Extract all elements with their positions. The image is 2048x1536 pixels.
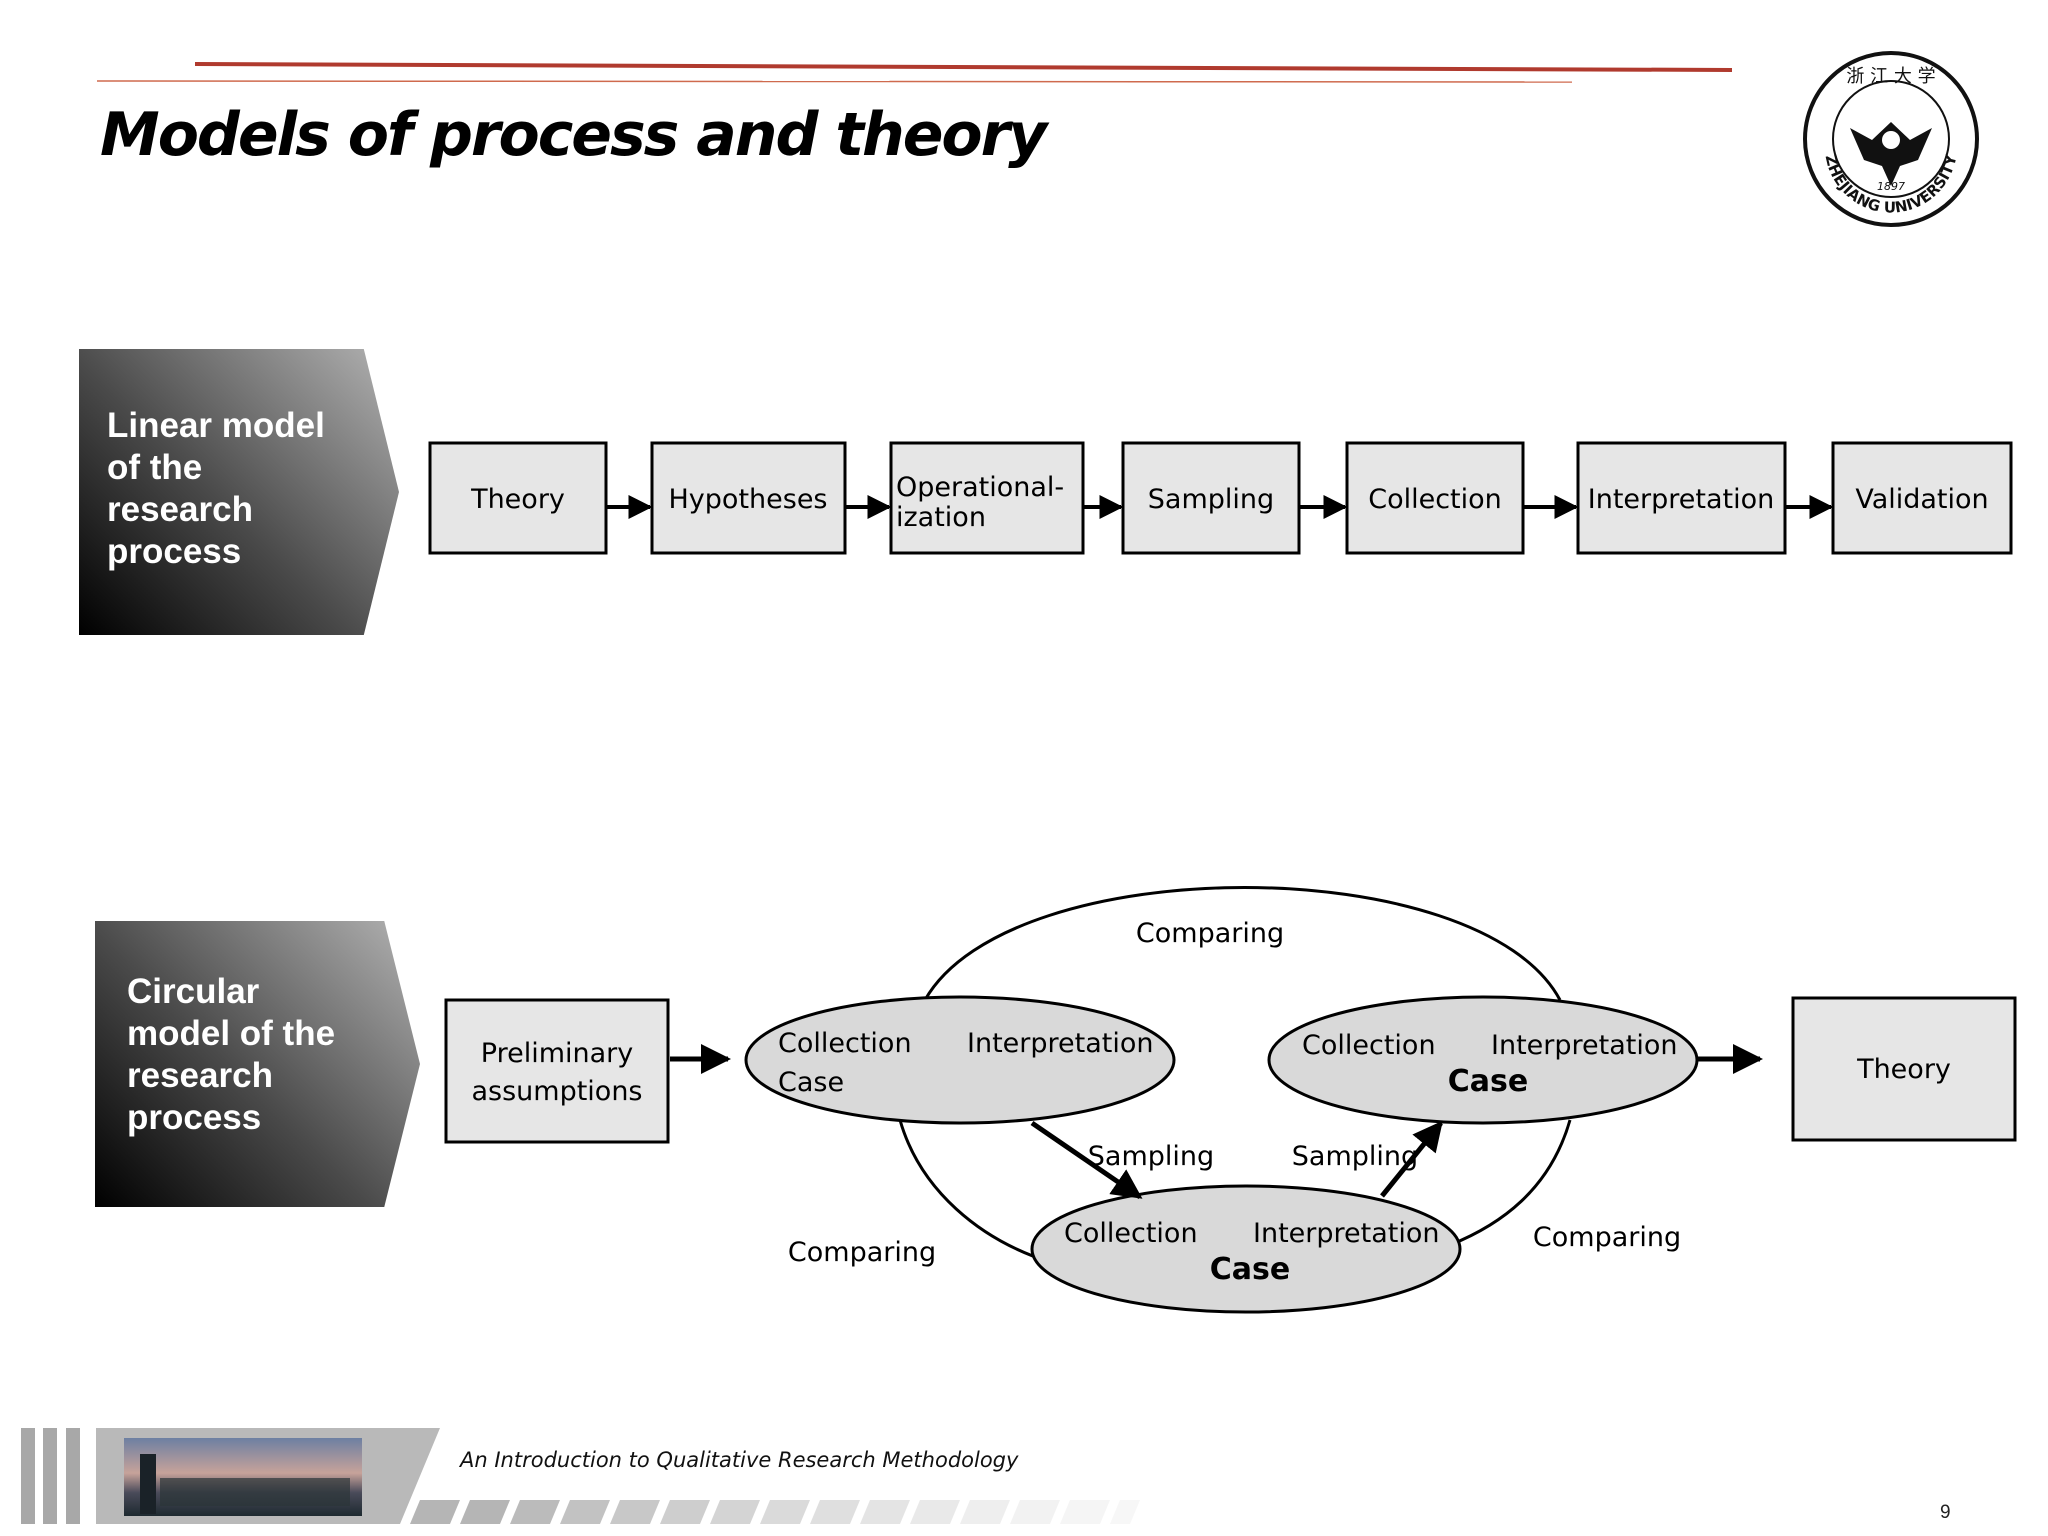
preliminary-assumptions-box: Preliminary assumptions xyxy=(444,998,670,1144)
footer-stripes xyxy=(410,1500,1140,1524)
page-title: Models of process and theory xyxy=(100,100,1047,170)
svg-text:Case: Case xyxy=(778,1067,844,1098)
page-number: 9 xyxy=(1940,1502,1951,1523)
footer-band xyxy=(21,1428,1140,1524)
svg-text:Collection: Collection xyxy=(1368,484,1502,515)
linear-model-label: Linear model of the research process xyxy=(79,349,399,635)
university-logo: 浙 江 大 学 1897 ZHEJIANG UNIVERSITY xyxy=(1803,51,1979,227)
header-rule xyxy=(96,62,1733,83)
process-diagram: Theory Hypotheses Operational-ization Sa… xyxy=(428,441,2017,1314)
svg-text:assumptions: assumptions xyxy=(471,1076,642,1107)
svg-text:Sampling: Sampling xyxy=(1148,484,1274,515)
linear-step-collection: Collection xyxy=(1345,441,1525,555)
linear-step-validation: Validation xyxy=(1831,441,2013,555)
linear-step-theory: Theory xyxy=(428,441,608,555)
svg-text:Interpretation: Interpretation xyxy=(1588,484,1774,515)
svg-text:Interpretation: Interpretation xyxy=(967,1028,1153,1059)
svg-text:Collection: Collection xyxy=(778,1028,912,1059)
svg-text:Hypotheses: Hypotheses xyxy=(669,484,828,515)
linear-step-hypotheses: Hypotheses xyxy=(650,441,847,555)
svg-text:Theory: Theory xyxy=(1856,1054,1951,1085)
sampling-label-left: Sampling xyxy=(1088,1141,1214,1172)
linear-step-interpretation: Interpretation xyxy=(1576,441,1787,555)
logo-year: 1897 xyxy=(1877,180,1905,193)
case-ellipse-3: Collection Interpretation Case xyxy=(1030,1184,1462,1314)
logo-top-text: 浙 江 大 学 xyxy=(1846,66,1935,87)
case-ellipse-1: Collection Interpretation Case xyxy=(744,995,1176,1125)
footer-caption: An Introduction to Qualitative Research … xyxy=(460,1448,1019,1472)
svg-text:Theory: Theory xyxy=(470,484,565,515)
circular-model-label: Circular model of the research process xyxy=(95,921,420,1207)
theory-result-box: Theory xyxy=(1791,996,2017,1142)
svg-text:Collection: Collection xyxy=(1302,1030,1436,1061)
svg-text:Collection: Collection xyxy=(1064,1218,1198,1249)
svg-text:Preliminary: Preliminary xyxy=(481,1038,633,1069)
linear-step-sampling: Sampling xyxy=(1121,441,1301,555)
eagle-emblem-icon xyxy=(1850,122,1932,186)
linear-step-operationalization: Operational-ization xyxy=(889,441,1085,555)
comparing-label-left: Comparing xyxy=(788,1237,936,1268)
svg-text:Validation: Validation xyxy=(1855,484,1988,515)
circular-arrows xyxy=(670,1044,1763,1200)
svg-text:Interpretation: Interpretation xyxy=(1253,1218,1439,1249)
comparing-loop xyxy=(923,886,1562,1001)
svg-text:Case: Case xyxy=(1448,1064,1528,1099)
svg-text:Operational-ization: Operational-ization xyxy=(896,472,1064,533)
comparing-label-top: Comparing xyxy=(1136,918,1284,949)
case-ellipse-2: Collection Interpretation Case xyxy=(1267,995,1699,1125)
sampling-label-right: Sampling xyxy=(1292,1141,1418,1172)
svg-text:Case: Case xyxy=(1210,1252,1290,1287)
svg-text:Interpretation: Interpretation xyxy=(1491,1030,1677,1061)
comparing-label-right: Comparing xyxy=(1533,1222,1681,1253)
